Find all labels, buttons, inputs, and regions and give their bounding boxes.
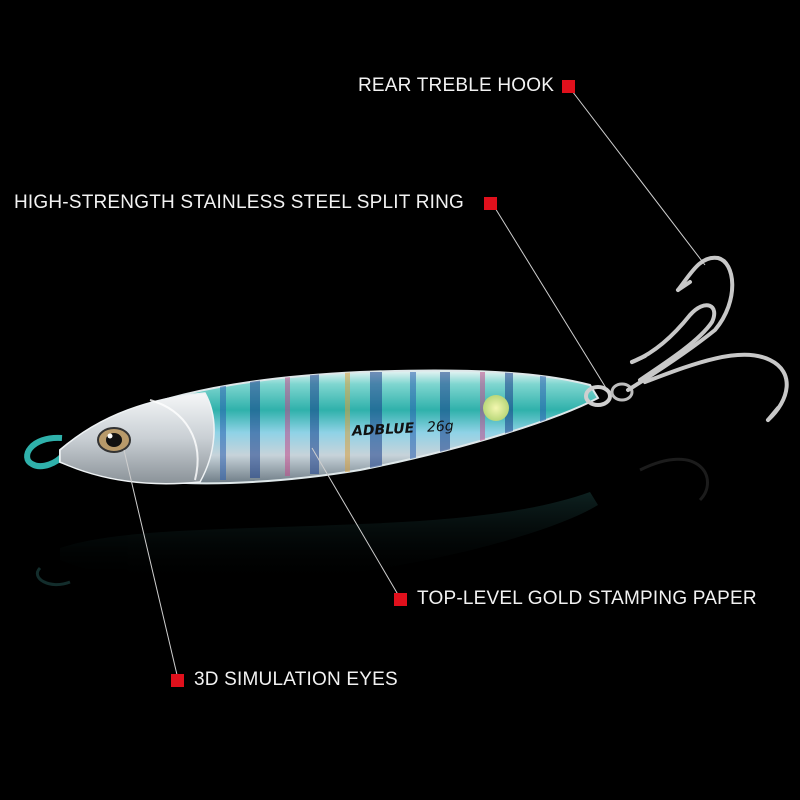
callout-eyes: 3D SIMULATION EYES xyxy=(194,669,398,690)
front-line-tie xyxy=(24,434,65,470)
treble-hook xyxy=(626,255,789,422)
callout-rear-treble-hook: REAR TREBLE HOOK xyxy=(358,75,555,96)
callout-marker-rear-treble-hook xyxy=(562,80,575,93)
callout-leaders xyxy=(123,86,706,680)
lure-brand: ADBLUE xyxy=(351,420,415,440)
callout-marker-eyes xyxy=(171,674,184,687)
split-ring xyxy=(584,385,612,407)
lure-weight: 26g xyxy=(426,418,455,436)
callout-split-ring: HIGH-STRENGTH STAINLESS STEEL SPLIT RING xyxy=(14,192,465,213)
lure-head xyxy=(59,392,215,485)
callout-marker-gold-stamping xyxy=(394,593,407,606)
3d-eye xyxy=(97,427,131,453)
callout-marker-split-ring xyxy=(484,197,497,210)
glow-spot xyxy=(483,395,509,421)
lure-reflection xyxy=(36,457,709,587)
callout-gold-stamping: TOP-LEVEL GOLD STAMPING PAPER xyxy=(417,588,757,609)
